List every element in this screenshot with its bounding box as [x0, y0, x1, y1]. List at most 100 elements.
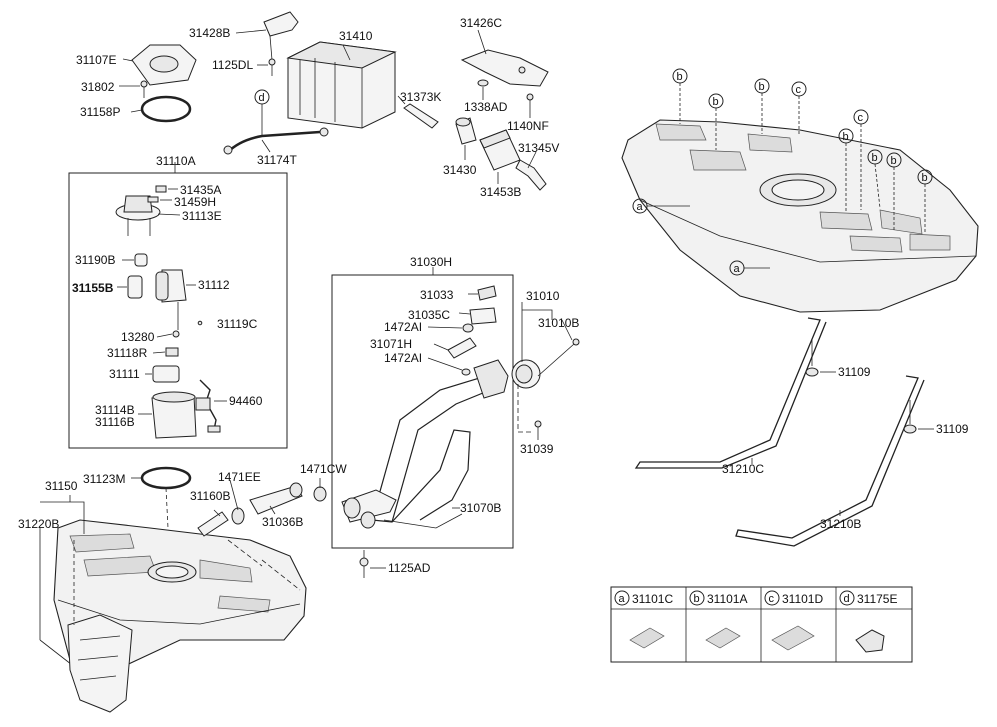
tank-callout-a-1: a	[637, 201, 644, 213]
label-31373K: 31373K	[400, 90, 441, 104]
label-31158P: 31158P	[80, 105, 120, 119]
label-31107E: 31107E	[76, 53, 116, 67]
legend-part-b: 31101A	[707, 592, 747, 606]
label-31070B: 31070B	[460, 501, 501, 515]
label-31453B: 31453B	[480, 185, 521, 199]
sensor-31459H	[147, 196, 159, 203]
hose-31373K	[403, 103, 439, 129]
legend-part-c: 31101D	[782, 592, 823, 606]
label-31010B: 31010B	[538, 316, 579, 330]
tank-callouts	[632, 68, 933, 276]
label-31426C: 31426C	[460, 16, 502, 30]
screw-31802	[140, 80, 148, 98]
tank-callout-b-7: b	[922, 172, 928, 184]
filter-31190B	[134, 253, 148, 267]
fuel-tank-top-view	[621, 119, 979, 313]
vapor-line-31174T	[223, 127, 329, 155]
sender-94460	[195, 379, 221, 433]
label-31459H: 31459H	[174, 195, 216, 209]
label-31802: 31802	[81, 80, 115, 94]
ring-gasket	[140, 95, 192, 123]
dot-31119C	[197, 320, 203, 326]
pump-cover-plate	[131, 44, 197, 86]
bowl-31155B	[127, 275, 143, 299]
label-31113E: 31113E	[182, 209, 222, 223]
connector-31435A	[155, 185, 167, 193]
tank-callout-c-2: c	[858, 112, 864, 124]
bolt-1125DL	[268, 58, 276, 76]
gasket-31123M	[140, 466, 192, 490]
label-31116B: 31116B	[95, 415, 135, 429]
label-31190B: 31190B	[75, 253, 115, 267]
label-94460: 94460	[229, 394, 263, 408]
nut-1338AD	[477, 79, 489, 87]
label-1471CW: 1471CW	[300, 462, 347, 476]
legend-letter-c: c	[769, 593, 775, 605]
heat-shield-31220B	[67, 614, 133, 713]
clamp-1471CW	[313, 486, 327, 502]
label-31155B: 31155B	[72, 281, 114, 295]
label-1471EE: 1471EE	[218, 470, 261, 484]
pump-flange-31113E	[115, 195, 161, 236]
tank-callout-c-1: c	[796, 84, 802, 96]
label-31111: 31111	[109, 367, 140, 381]
bolt-1125AD	[359, 557, 369, 578]
tank-callout-b-3: b	[759, 81, 765, 93]
pump-motor-31111	[152, 365, 180, 383]
tank-callout-b-4: b	[843, 131, 849, 143]
hose-31345V	[515, 159, 547, 191]
tank-callout-b-1: b	[677, 71, 683, 83]
screw-31039	[534, 420, 542, 436]
label-31160B: 31160B	[190, 489, 230, 503]
label-13280: 13280	[121, 330, 155, 344]
legend-letter-a: a	[619, 593, 626, 605]
label-1472AI-b: 1472AI	[384, 351, 422, 365]
label-31035C: 31035C	[408, 308, 450, 322]
label-31430: 31430	[443, 163, 477, 177]
label-31119C: 31119C	[217, 317, 258, 331]
legend-table	[610, 586, 913, 663]
label-31010: 31010	[526, 289, 560, 303]
fuel-pump-module-box	[68, 172, 288, 449]
tank-callout-b-6: b	[891, 155, 897, 167]
label-31435A: 31435A	[180, 183, 221, 197]
strap-31210C	[634, 317, 827, 469]
label-1140NF: 1140NF	[507, 119, 549, 133]
filter-31453B	[479, 129, 521, 171]
label-31210B: 31210B	[820, 517, 861, 531]
strap-31210B	[735, 375, 925, 547]
clamp-1472AI-b	[461, 368, 471, 376]
pump-body-31112	[155, 269, 187, 330]
label-31110A: 31110A	[156, 154, 196, 168]
legend-part-a: 31101C	[632, 592, 673, 606]
legend-letter-b: b	[694, 593, 700, 605]
clip-13280	[172, 330, 180, 338]
canister-31410	[286, 41, 397, 129]
hose-31071H	[447, 337, 477, 359]
label-1125DL: 1125DL	[212, 58, 253, 72]
bolt-1140NF	[526, 93, 534, 112]
label-31123M: 31123M	[83, 472, 125, 486]
clamp-1472AI-a	[462, 323, 474, 333]
hose-31036B	[249, 482, 303, 515]
clip-31033	[477, 285, 497, 301]
label-31410: 31410	[339, 29, 373, 43]
label-31112: 31112	[198, 278, 230, 292]
tank-callout-b-2: b	[713, 96, 719, 108]
legend-letter-d: d	[844, 593, 850, 605]
label-1125AD: 1125AD	[388, 561, 431, 575]
legend-part-d: 31175E	[857, 592, 897, 606]
filler-neck-31070B	[341, 359, 509, 529]
label-1472AI-a: 1472AI	[384, 320, 422, 334]
label-31220B: 31220B	[18, 517, 59, 531]
fitting-31160B	[197, 507, 245, 537]
reservoir-31114B	[151, 391, 197, 439]
tank-callout-b-5: b	[872, 152, 878, 164]
label-31039: 31039	[520, 442, 554, 456]
label-31150: 31150	[45, 479, 78, 493]
label-31114B: 31114B	[95, 403, 135, 417]
label-31345V: 31345V	[518, 141, 559, 155]
bracket-31428B	[263, 11, 299, 61]
bracket-31426C	[460, 49, 549, 87]
